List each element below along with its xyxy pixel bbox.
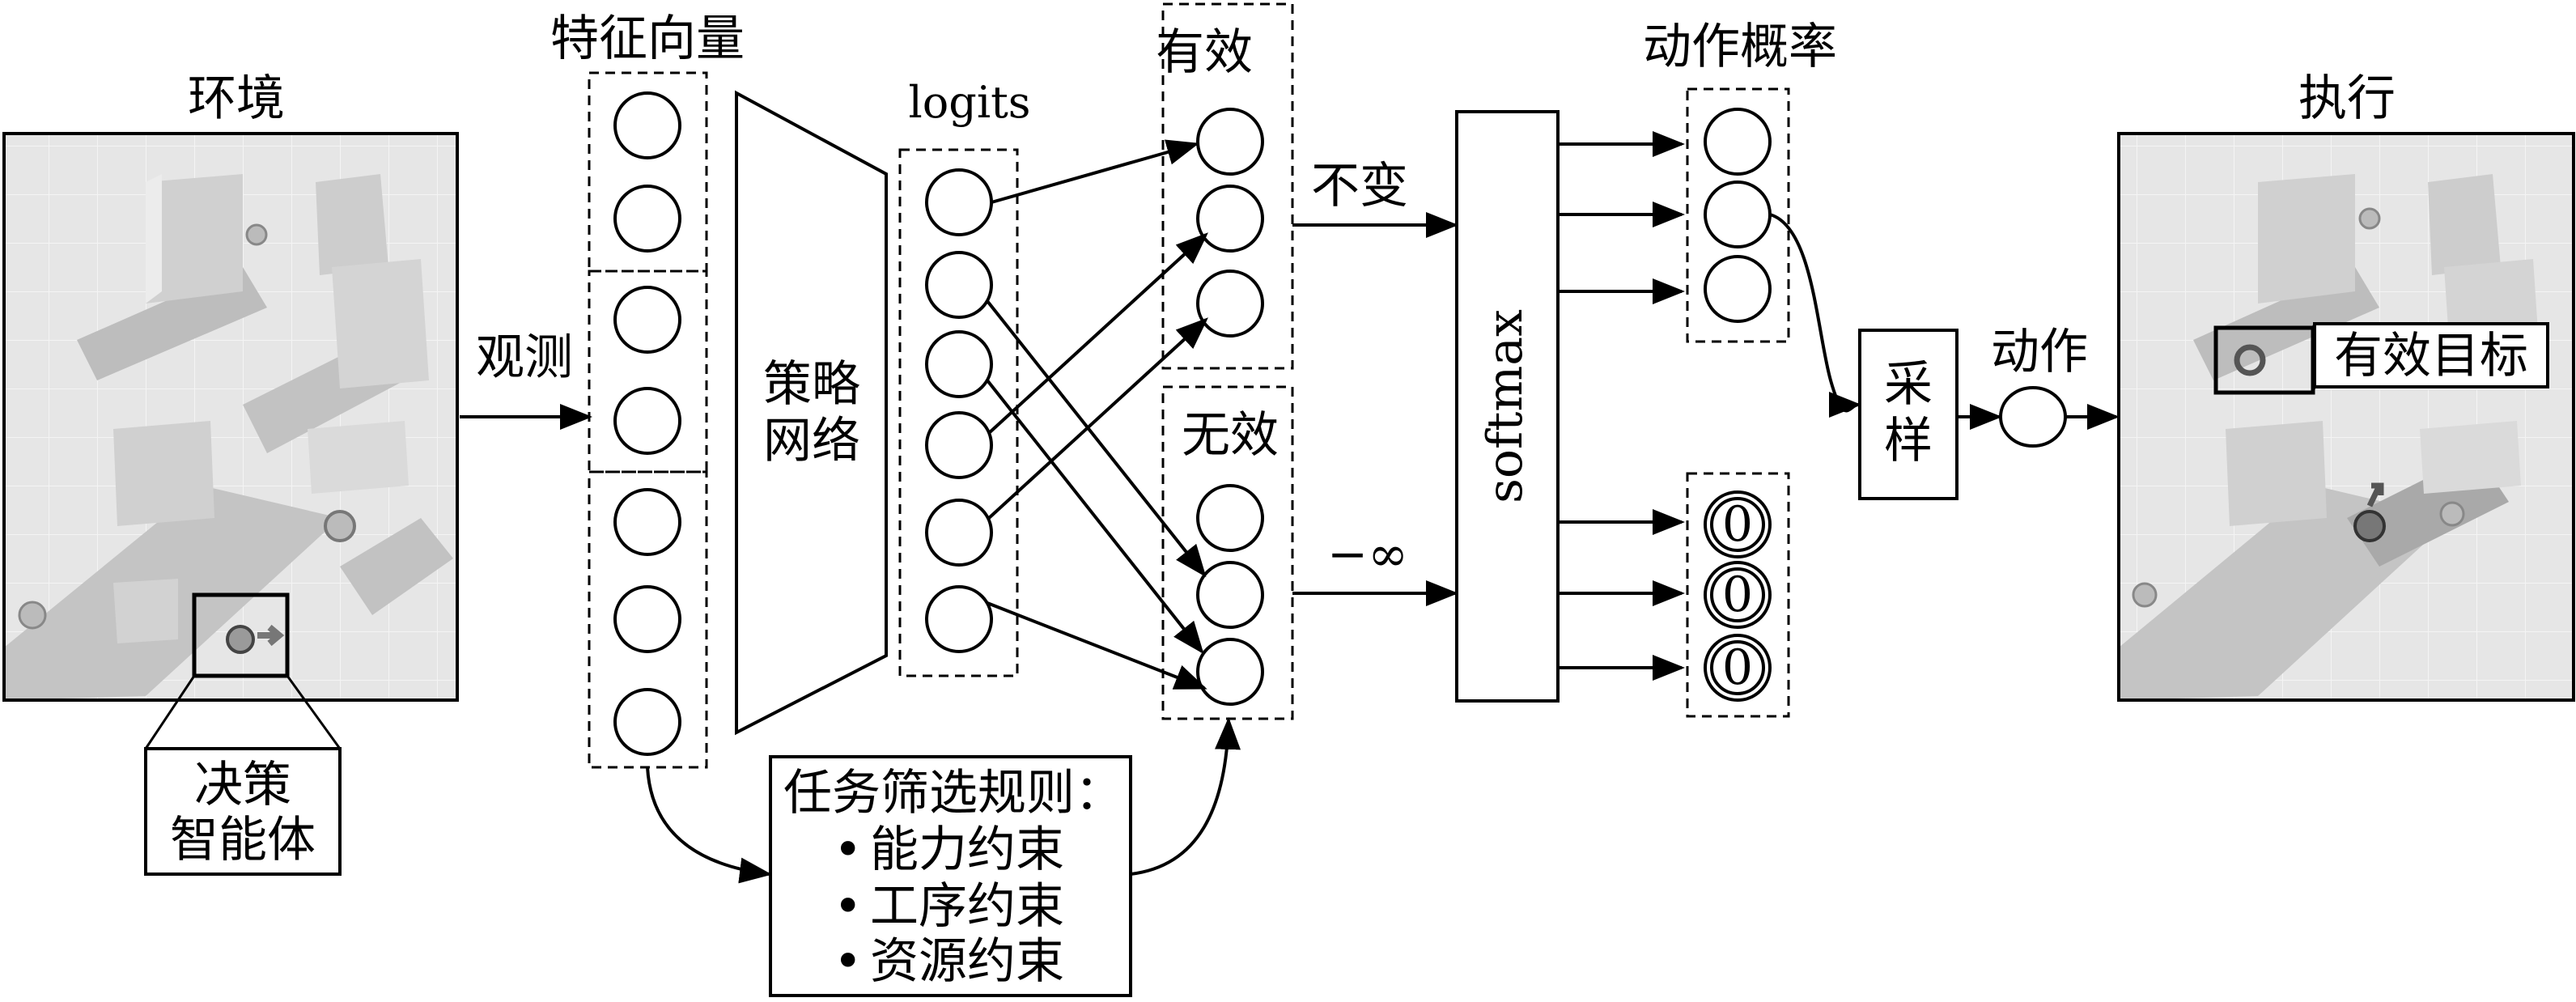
valid-action-probs <box>1686 87 1790 343</box>
neg-inf-label: −∞ <box>1327 526 1408 583</box>
sampling-box <box>1858 329 1959 500</box>
policy-network-line1: 策略 <box>763 356 860 413</box>
rules-to-mask-arrow <box>1130 717 1241 876</box>
action-label: 动作 <box>1991 324 2088 380</box>
execute-title: 执行 <box>2298 70 2396 127</box>
task-filter-rules-box <box>769 755 1132 997</box>
valid-target-label: 有效目标 <box>2334 328 2528 384</box>
executing-robot-icon <box>2353 482 2386 542</box>
environment-scene <box>2 132 459 702</box>
agent-label-line1: 决策 <box>194 757 291 813</box>
valid-logits <box>1161 2 1294 370</box>
sampling-label-line1: 采 <box>1884 356 1933 413</box>
sampling-label-line2: 样 <box>1884 413 1933 469</box>
valid-target-icon <box>2234 344 2266 376</box>
valid-target-label-box <box>2313 322 2549 388</box>
policy-network-line2: 网络 <box>763 413 860 469</box>
valid-group-title: 有效 <box>1156 24 1253 81</box>
rule-bullet: • <box>834 822 862 878</box>
rule-item: 能力约束 <box>870 822 1064 878</box>
task-filter-rules-title: 任务筛选规则： <box>783 765 1123 822</box>
masked-action-probs: 0 0 0 <box>1686 472 1790 718</box>
agent-label-box <box>144 747 342 876</box>
agent-label-line2: 智能体 <box>170 812 316 868</box>
rule-bullet: • <box>834 878 862 935</box>
agent-robot-icon <box>226 624 285 654</box>
policy-network: 策略 网络 <box>735 90 888 736</box>
softmax-box <box>1455 110 1560 703</box>
environment-title: 环境 <box>188 70 285 127</box>
invalid-group-title: 无效 <box>1182 407 1279 464</box>
routing-arrows <box>986 139 1208 690</box>
rule-item: 资源约束 <box>870 933 1064 990</box>
observation-label: 观测 <box>476 329 573 386</box>
execution-scene <box>2117 132 2575 702</box>
feature-vector-title: 特征向量 <box>550 11 745 67</box>
feature-to-rules-arrow <box>646 766 772 884</box>
invalid-logits <box>1161 385 1294 720</box>
softmax-label: softmax <box>1477 309 1534 503</box>
rule-bullet: • <box>834 933 862 990</box>
masked-prob-value: 0 <box>1722 639 1753 696</box>
masked-prob-value: 0 <box>1722 567 1753 623</box>
task-filter-rules-list: • 能力约束 • 工序约束 • 资源约束 <box>834 822 1064 990</box>
softmax-output-arrows <box>1558 131 1685 681</box>
probs-to-sample-arrow <box>1769 213 1861 418</box>
action-prob-title: 动作概率 <box>1643 19 1837 75</box>
logits-title: logits <box>908 77 1030 128</box>
rule-item: 工序约束 <box>870 878 1064 935</box>
logits-vector <box>898 148 1019 677</box>
masked-prob-value: 0 <box>1722 496 1753 553</box>
unchanged-label: 不变 <box>1311 158 1408 214</box>
agent-highlight-box <box>192 592 290 678</box>
action-node <box>1999 386 2067 448</box>
feature-vector <box>588 71 708 769</box>
